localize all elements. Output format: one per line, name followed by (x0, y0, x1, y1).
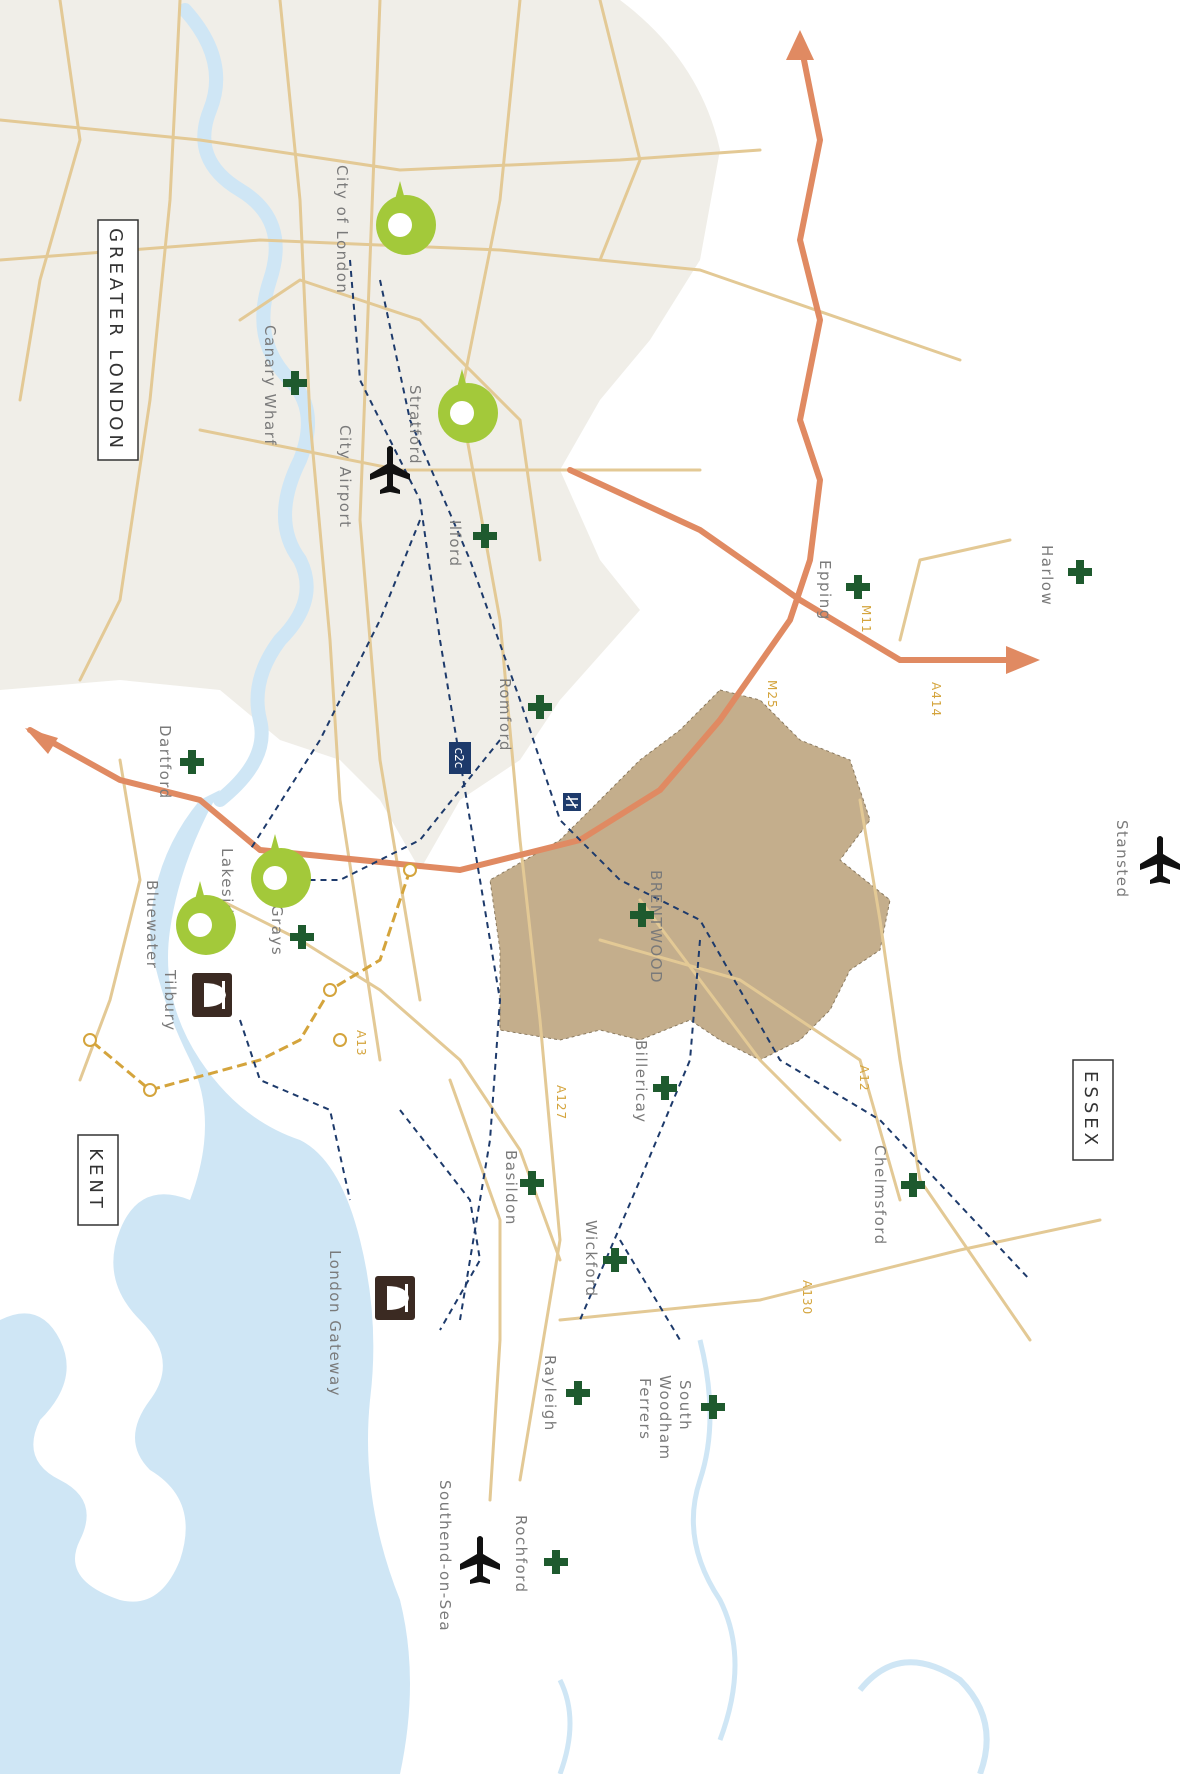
label-london-gateway: London Gateway (326, 1250, 344, 1397)
estuary-inlet (857, 1659, 990, 1774)
hospital-cross-icon (653, 1076, 677, 1100)
label-a127: A127 (554, 1085, 568, 1120)
place-labels: City of London Canary Wharf Stratford Ci… (143, 165, 1131, 1632)
m11-arrow (1006, 646, 1040, 674)
svg-text:ESSEX: ESSEX (1080, 1071, 1101, 1149)
hospital-cross-icon (603, 1248, 627, 1272)
label-a13: A13 (354, 1030, 368, 1056)
label-south-woodham: Ferrers (636, 1378, 654, 1441)
crossrail-stop (143, 1083, 157, 1097)
airplane-icon (460, 1536, 500, 1584)
label-city-of-london: City of London (333, 165, 351, 294)
label-canary-wharf: Canary Wharf (261, 325, 279, 446)
estuary (0, 790, 410, 1774)
estuary-inlet (557, 1678, 573, 1774)
hospital-cross-icon (566, 1381, 590, 1405)
label-south-woodham: Woodham (656, 1375, 674, 1461)
label-m11: M11 (859, 605, 873, 634)
crossrail-stop (83, 1033, 97, 1047)
crossrail-stop (333, 1033, 347, 1047)
region-kent: KENT (77, 1134, 119, 1226)
urban-area (0, 0, 720, 870)
label-chelmsford: Chelmsford (871, 1145, 889, 1246)
label-romford: Romford (496, 678, 514, 752)
location-pin-icon (251, 834, 311, 908)
label-stansted: Stansted (1113, 820, 1131, 899)
label-bluewater: Bluewater (143, 880, 161, 969)
svg-text:GREATER LONDON: GREATER LONDON (105, 228, 126, 452)
m25-arrow-west (25, 728, 58, 754)
hospital-cross-icon (180, 750, 204, 774)
national-rail-badge (563, 793, 581, 811)
label-city-airport: City Airport (336, 425, 354, 529)
road-labels: M25 M11 A414 A12 A127 A13 A130 (354, 605, 943, 1315)
label-southend: Southend-on-Sea (436, 1480, 454, 1632)
label-a130: A130 (800, 1280, 814, 1315)
river-thames (178, 3, 315, 807)
label-wickford: Wickford (582, 1220, 600, 1298)
label-basildon: Basildon (502, 1150, 520, 1226)
m11-motorway (567, 467, 1013, 663)
label-harlow: Harlow (1038, 545, 1056, 606)
label-billericay: Billericay (632, 1040, 650, 1124)
label-m25: M25 (765, 680, 779, 709)
hospital-cross-icon (701, 1395, 725, 1419)
label-grays: Grays (268, 905, 286, 956)
m25-arrow-north (786, 30, 814, 60)
label-a414: A414 (929, 682, 943, 717)
region-essex: ESSEX (1072, 1059, 1114, 1161)
label-brentwood: BRENTWOOD (647, 870, 665, 984)
brentwood-area (489, 689, 891, 1061)
crossrail-line (89, 869, 412, 1092)
label-epping: Epping (816, 560, 834, 621)
hospital-cross-icon (520, 1171, 544, 1195)
port-bell-icon (375, 1276, 415, 1320)
c2c-rail-badge: c2c (449, 742, 471, 774)
label-south-woodham: South (676, 1380, 694, 1431)
label-rochford: Rochford (512, 1515, 530, 1594)
label-dartford: Dartford (156, 725, 174, 800)
crossrail-stop (403, 863, 417, 877)
airplane-icon (1140, 836, 1180, 884)
m25-motorway (27, 37, 823, 873)
svg-text:KENT: KENT (85, 1148, 106, 1212)
hospital-cross-icon (544, 1550, 568, 1574)
port-bell-icon (192, 973, 232, 1017)
label-a12: A12 (857, 1065, 871, 1091)
label-ilford: Ilford (446, 520, 464, 567)
label-rayleigh: Rayleigh (541, 1355, 559, 1432)
label-tilbury: Tilbury (161, 969, 179, 1032)
label-stratford: Stratford (406, 385, 424, 465)
crossrail-stop (323, 983, 337, 997)
hospital-cross-icon (901, 1173, 925, 1197)
region-greater-london: GREATER LONDON (97, 219, 139, 461)
hospital-cross-icon (1068, 560, 1092, 584)
svg-text:c2c: c2c (452, 748, 466, 769)
hospital-cross-icon (846, 575, 870, 599)
